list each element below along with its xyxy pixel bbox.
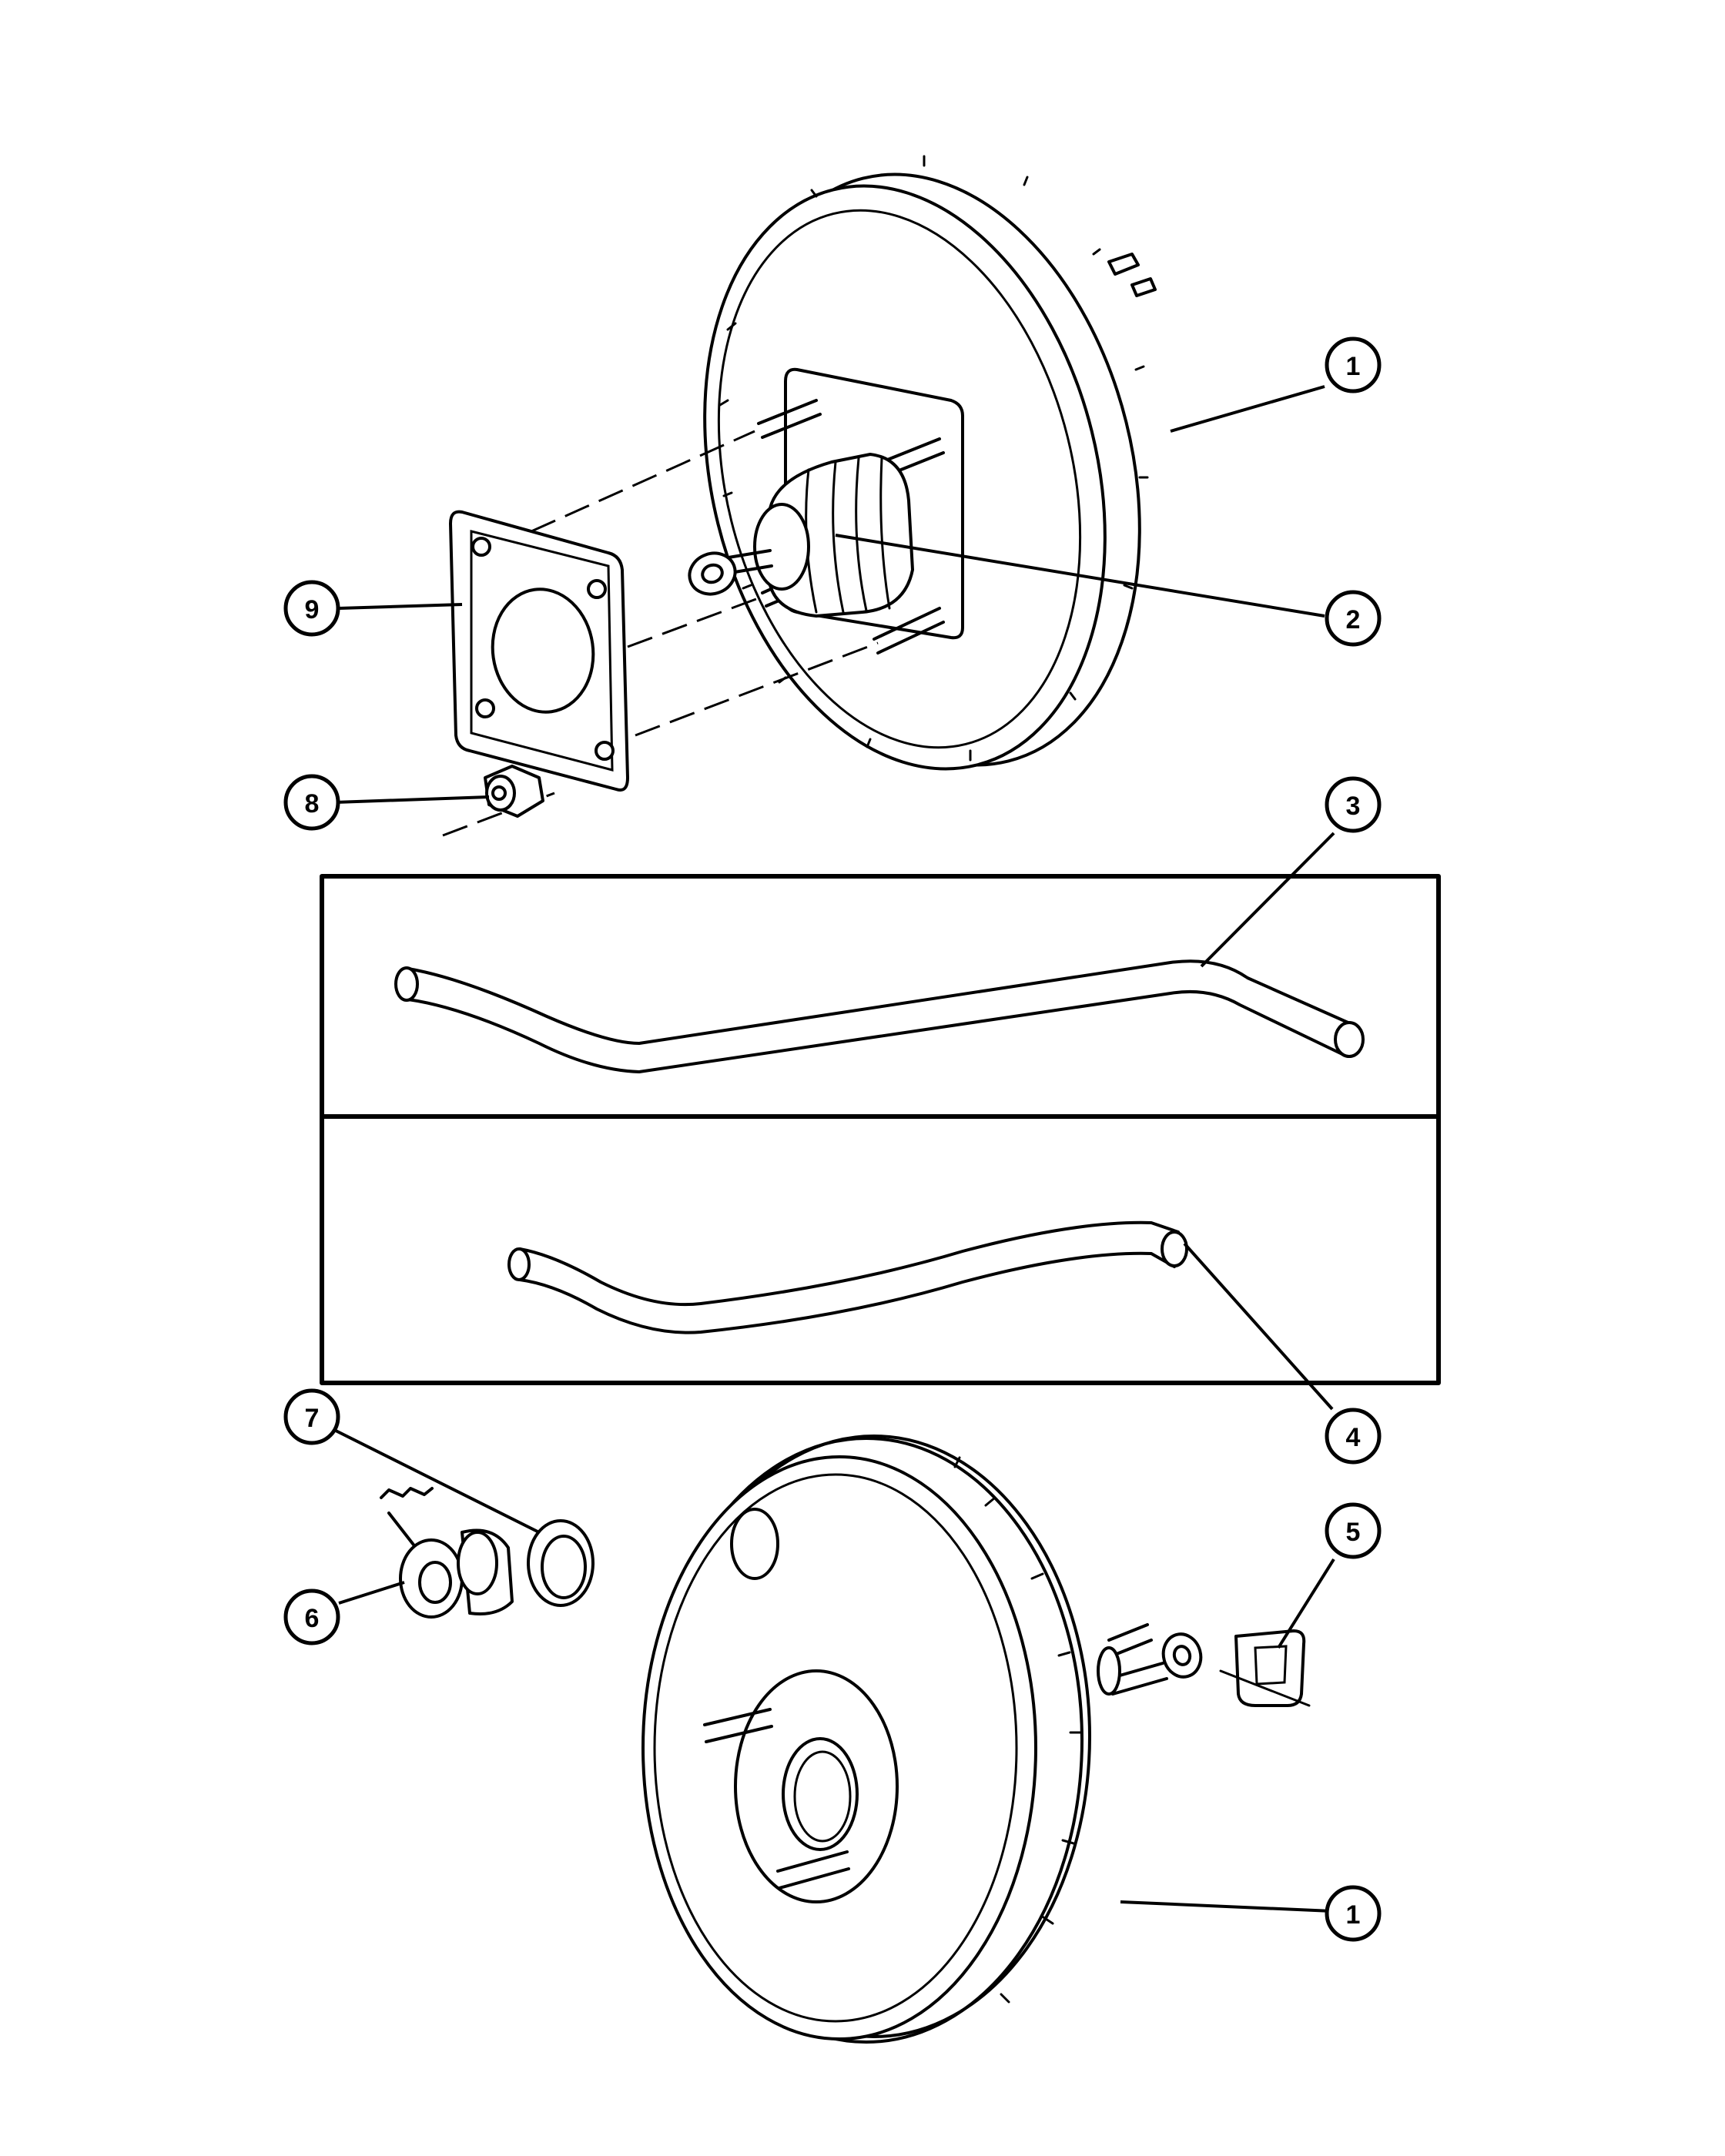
check-valve: [380, 1487, 514, 1619]
hose-panel-upper: [320, 874, 1441, 1119]
callout-6: 6: [283, 1589, 340, 1645]
callout-1-bottom: 1: [1325, 1885, 1382, 1942]
callout-3: 3: [1325, 776, 1382, 833]
callout-1-bottom-label: 1: [1346, 1900, 1361, 1930]
callout-4-label: 4: [1346, 1423, 1361, 1452]
callout-5-label: 5: [1346, 1518, 1361, 1547]
bottom-brake-booster: [641, 1435, 1203, 2044]
callout-8: 8: [283, 774, 340, 831]
leader-lines: [330, 385, 1335, 1913]
flange-nut: [484, 765, 544, 818]
mounting-gasket: [449, 510, 629, 792]
grommet-ring: [527, 1519, 595, 1607]
callout-1-top-label: 1: [1346, 352, 1361, 381]
callout-9: 9: [283, 580, 340, 637]
callout-6-label: 6: [305, 1604, 320, 1633]
callout-4: 4: [1325, 1408, 1382, 1465]
callout-8-label: 8: [305, 789, 320, 819]
hose-panel-lower: [320, 1114, 1441, 1385]
callout-2: 2: [1325, 590, 1382, 647]
retaining-clip: [1219, 1629, 1311, 1707]
callout-2-label: 2: [1346, 605, 1361, 634]
callout-3-label: 3: [1346, 792, 1361, 821]
callout-7-label: 7: [305, 1404, 320, 1433]
callout-5: 5: [1325, 1502, 1382, 1559]
callout-1-top: 1: [1325, 336, 1382, 393]
callout-7: 7: [283, 1388, 340, 1445]
callout-9-label: 9: [305, 595, 320, 624]
